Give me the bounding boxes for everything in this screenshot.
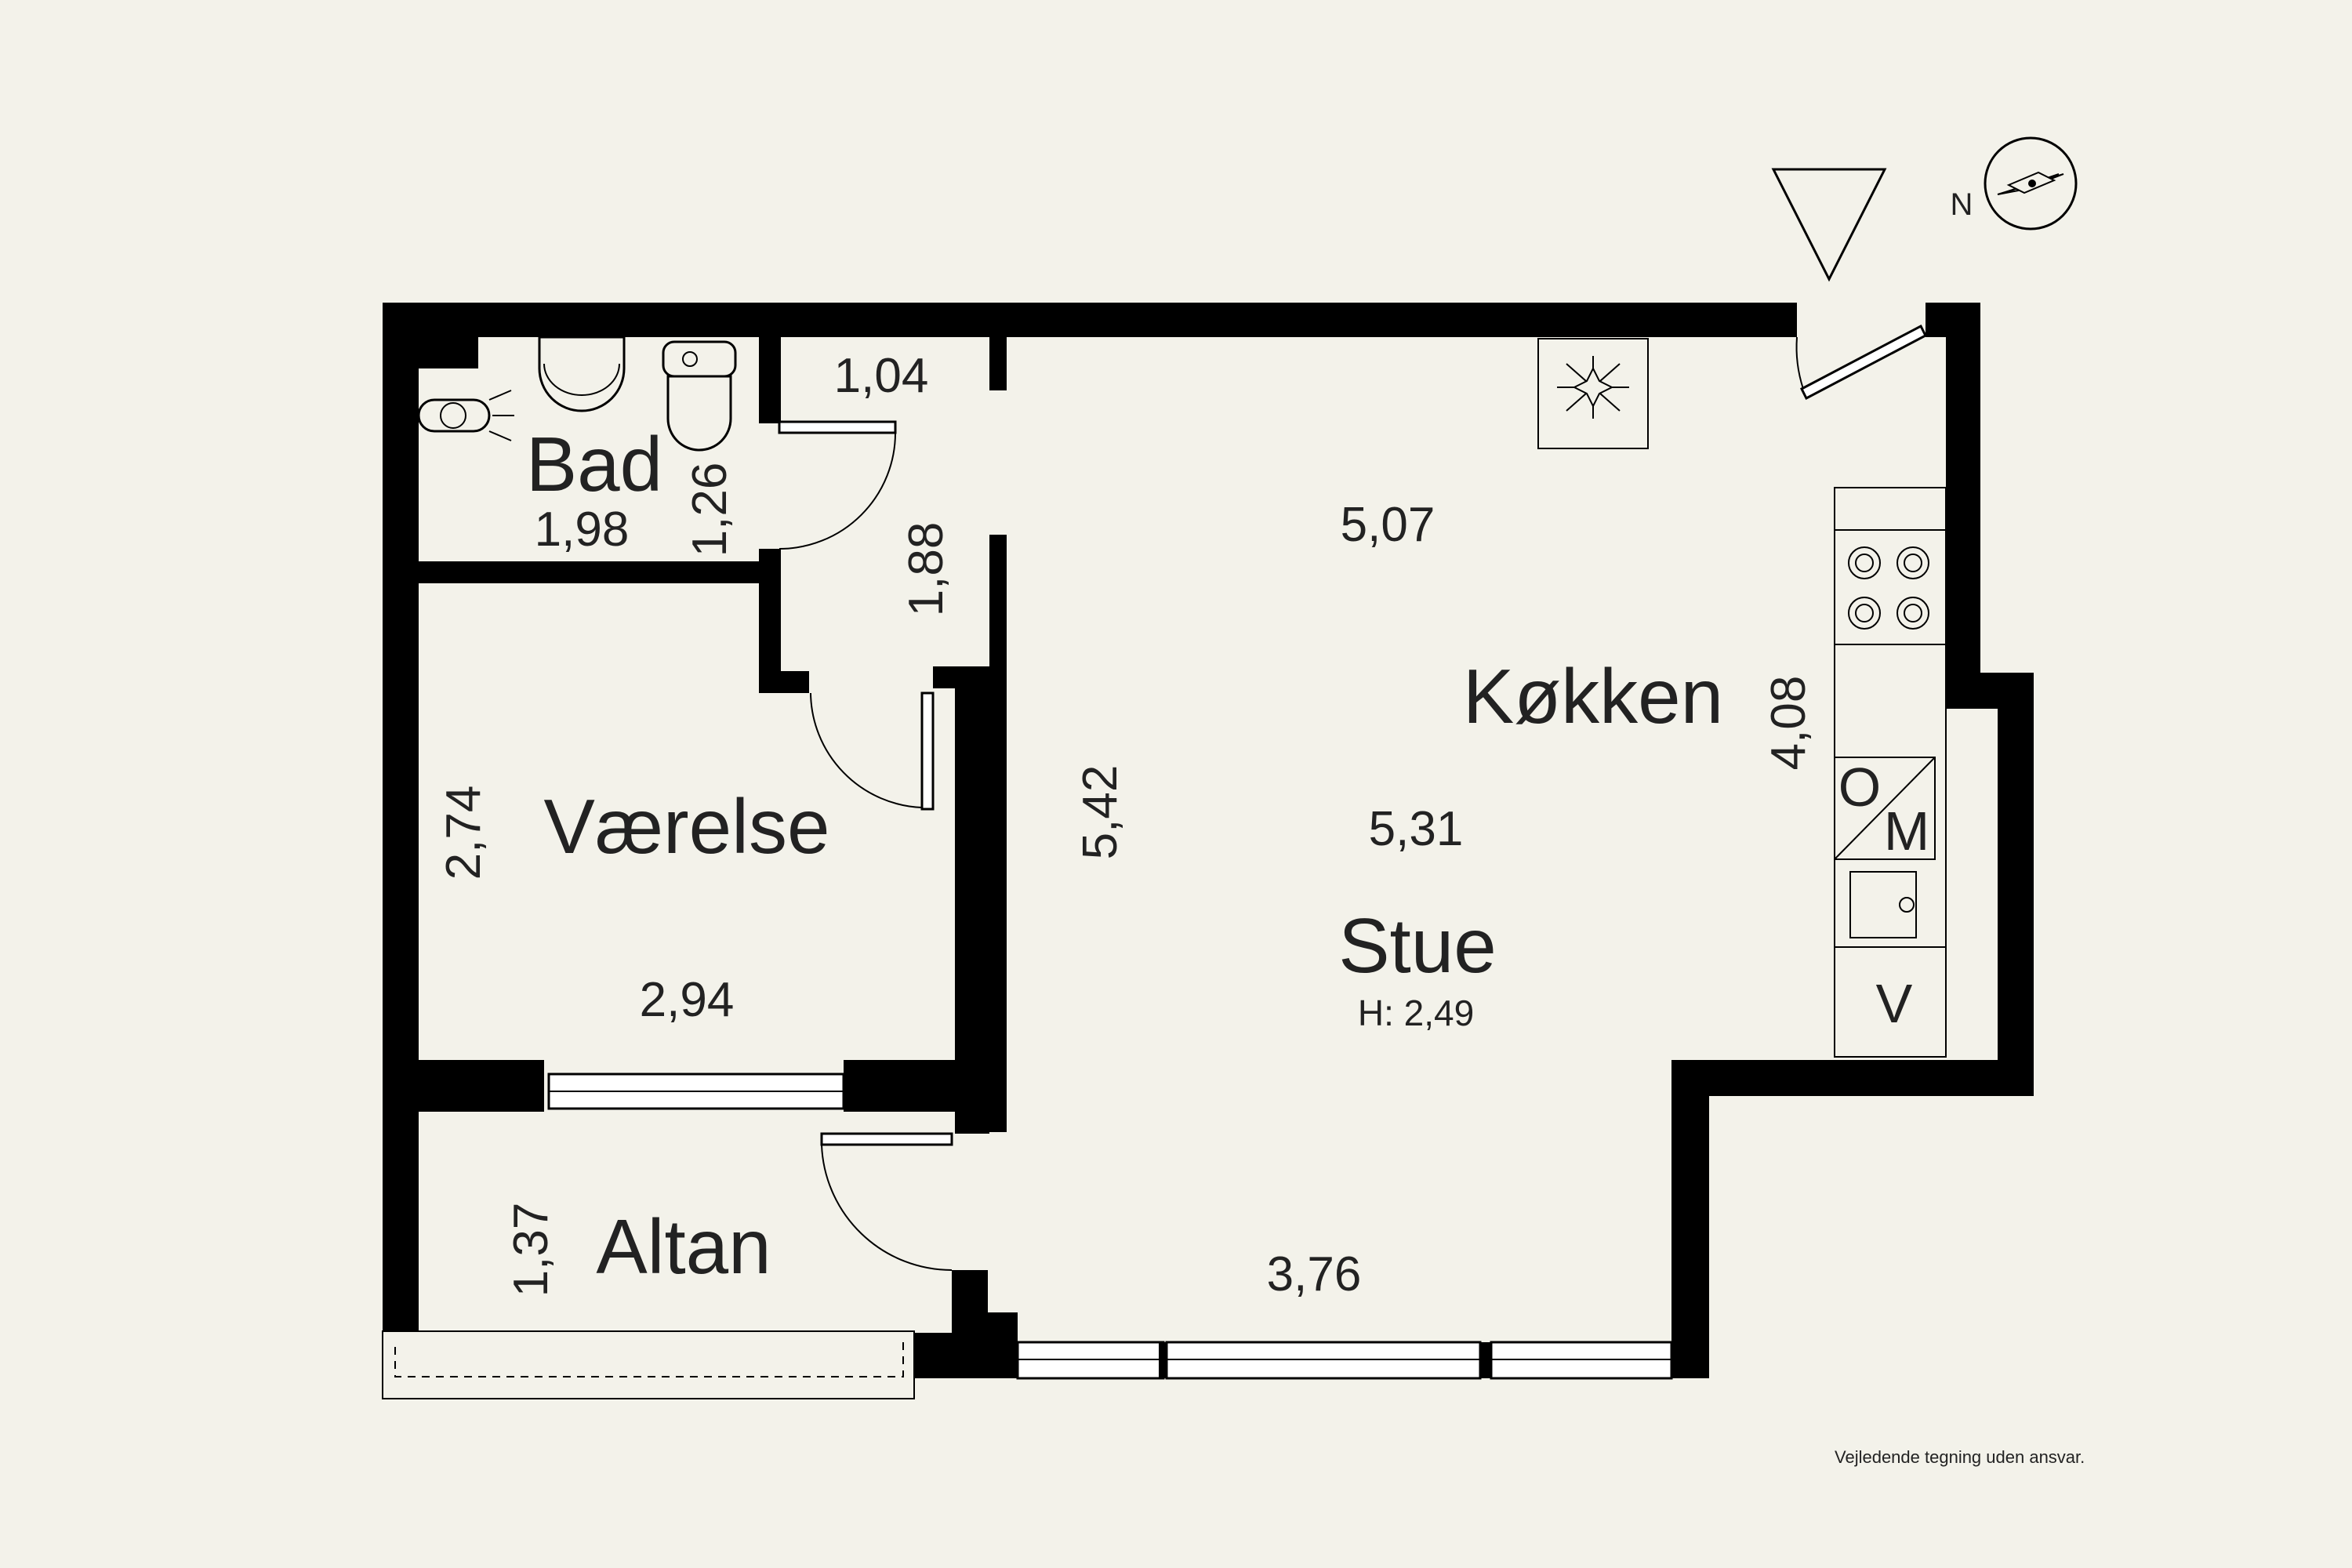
- appliance-oven-o: O: [1838, 757, 1881, 818]
- wall-left: [383, 303, 419, 1331]
- bathroom-sink: [538, 336, 626, 412]
- wall-bad-corner: [417, 337, 478, 368]
- doors: [778, 168, 1927, 1271]
- wall-top: [383, 303, 1797, 337]
- toilet-tank: [662, 340, 737, 378]
- cooktop: [1834, 529, 1947, 645]
- wall-bad-hall-lower: [759, 549, 781, 690]
- dim-kitchen-top-width: 5,07: [1341, 498, 1436, 552]
- oven-microwave: [1834, 757, 1936, 860]
- door-bad-leaf: [778, 420, 897, 434]
- door-entrance-swing: [1795, 336, 1804, 390]
- fireplace: [1537, 338, 1649, 449]
- dim-hall-width: 1,04: [834, 349, 929, 403]
- door-entrance-leaf: [1800, 324, 1927, 401]
- labels: Bad 1,98 1,26 1,04 1,88 Værelse 2,74 2,9…: [437, 187, 2085, 1467]
- room-label-koekken: Køkken: [1463, 653, 1723, 739]
- door-altan-swing: [821, 1144, 953, 1271]
- wall-vaerelse-bottom-right: [844, 1060, 989, 1112]
- dim-kitchen-depth: 4,08: [1762, 676, 1816, 771]
- door-bad-swing: [779, 432, 896, 550]
- room-label-altan: Altan: [596, 1203, 771, 1290]
- wall-right-upper: [1946, 303, 1980, 709]
- dim-stue-height: 5,42: [1073, 765, 1127, 860]
- wall-bad-bottom: [383, 561, 779, 583]
- compass-icon: [1984, 136, 2078, 230]
- room-label-bad: Bad: [526, 421, 662, 507]
- dim-vaerelse-width: 2,94: [640, 973, 735, 1027]
- appliance-washer: V: [1876, 973, 1913, 1034]
- wall-vaerelse-bottom-left: [383, 1060, 544, 1112]
- dim-hall-length: 1,88: [899, 522, 953, 617]
- wall-right-bottom: [1671, 1060, 1709, 1378]
- kitchen-sink: [1849, 871, 1917, 938]
- fixtures: [417, 136, 2078, 1058]
- wall-bottom-step2: [952, 1312, 1018, 1344]
- door-vaerelse-swing: [810, 692, 923, 808]
- windows: [382, 1330, 1673, 1399]
- door-altan-leaf: [820, 1132, 953, 1146]
- disclaimer: Vejledende tegning uden ansvar.: [1835, 1447, 2085, 1467]
- balcony-railing-inner: [394, 1333, 904, 1377]
- wall-hall-right-top: [989, 337, 1007, 390]
- dim-bad-depth: 1,26: [683, 463, 737, 557]
- wall-hall-right-mid: [989, 535, 1007, 673]
- dim-vaerelse-height: 2,74: [437, 786, 491, 880]
- wall-bad-right: [759, 337, 781, 423]
- room-label-vaerelse: Værelse: [544, 783, 830, 869]
- door-vaerelse-leaf: [920, 691, 935, 811]
- entrance-arrow: [1771, 168, 1887, 282]
- wall-right-lower: [1998, 673, 2034, 1096]
- wall-hall-foot: [759, 671, 809, 693]
- dim-stue-width: 5,31: [1369, 802, 1464, 856]
- appliance-oven-m: M: [1884, 800, 1929, 862]
- toilet-bowl: [666, 375, 732, 452]
- room-label-stue: Stue: [1338, 902, 1497, 989]
- compass-north-label: N: [1951, 187, 1973, 222]
- balcony-railing: [382, 1330, 915, 1399]
- dim-bad-width: 1,98: [535, 503, 630, 557]
- wall-vaerelse-right: [955, 666, 1007, 1132]
- dim-altan-depth: 1,37: [504, 1203, 558, 1298]
- room-height-stue: H: 2,49: [1358, 993, 1474, 1033]
- shower-head-icon: [417, 390, 514, 441]
- cooktop-burners: [1848, 546, 1929, 630]
- dim-bottom-width: 3,76: [1267, 1247, 1362, 1301]
- fireplace-star-icon: [1557, 356, 1629, 419]
- washer-box: [1834, 946, 1947, 1058]
- wall-right-step: [1671, 1060, 2034, 1096]
